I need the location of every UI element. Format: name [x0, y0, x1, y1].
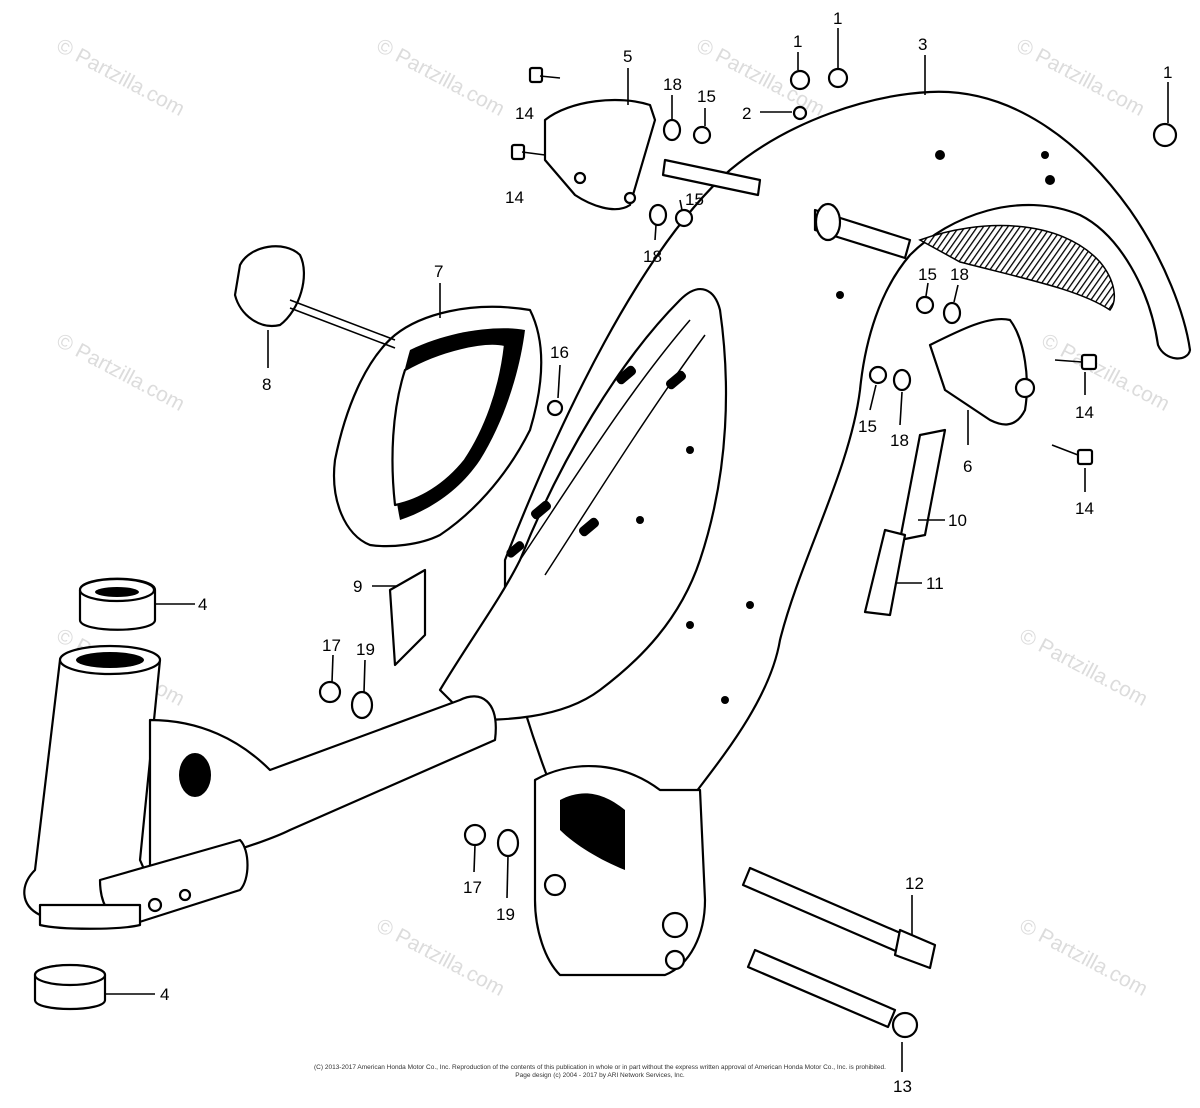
head-pipe-assembly — [23, 644, 497, 930]
small-parts — [33, 66, 1178, 1039]
callout-17: 17 — [322, 636, 341, 655]
callout-4: 4 — [160, 985, 169, 1004]
callout-9: 9 — [353, 577, 362, 596]
callout-15: 15 — [697, 87, 716, 106]
callout-7: 7 — [434, 262, 443, 281]
callout-15: 15 — [685, 190, 704, 209]
bolt-14-a — [528, 66, 561, 84]
callout-17: 17 — [463, 878, 482, 897]
washer — [892, 368, 912, 392]
cap-nut — [789, 69, 811, 91]
bolt-14-c — [1054, 353, 1098, 371]
callout-18: 18 — [663, 75, 682, 94]
nut — [915, 295, 935, 315]
watermark: © Partzilla.com — [373, 34, 509, 121]
washer — [496, 828, 520, 858]
callout-14: 14 — [515, 104, 534, 123]
callout-1: 1 — [793, 32, 802, 51]
copyright-line-2: Page design (c) 2004 - 2017 by ARI Netwo… — [515, 1072, 685, 1079]
callout-8: 8 — [262, 375, 271, 394]
watermark: © Partzilla.com — [1038, 329, 1174, 416]
callout-labels: 1 1 1 2 3 4 4 5 6 7 8 9 10 11 12 13 14 1… — [160, 9, 1172, 1096]
washer — [648, 203, 668, 227]
callout-12: 12 — [905, 874, 924, 893]
main-frame — [438, 90, 1192, 977]
callout-4: 4 — [198, 595, 207, 614]
bolt-14-b — [510, 143, 546, 161]
nut — [674, 208, 694, 228]
callout-18: 18 — [890, 431, 909, 450]
callout-2: 2 — [742, 104, 751, 123]
callout-18: 18 — [643, 247, 662, 266]
steering-bearing-race-lower — [33, 963, 107, 1011]
steering-bearing-race-upper — [78, 577, 157, 631]
watermark: © Partzilla.com — [1016, 914, 1152, 1001]
bracket-left — [543, 98, 657, 211]
watermark: © Partzilla.com — [53, 34, 189, 121]
callout-15: 15 — [858, 417, 877, 436]
callout-10: 10 — [948, 511, 967, 530]
reflector-lower — [863, 528, 907, 617]
watermark: © Partzilla.com — [53, 329, 189, 416]
callout-1: 1 — [1163, 63, 1172, 82]
copyright-line-1: (C) 2013-2017 American Honda Motor Co., … — [314, 1064, 886, 1071]
washer — [662, 118, 682, 142]
watermark: © Partzilla.com — [1016, 624, 1152, 711]
bracket-right — [928, 317, 1028, 426]
callout-11: 11 — [926, 574, 944, 593]
reflector-upper — [898, 428, 947, 542]
callout-19: 19 — [496, 905, 515, 924]
nut — [868, 365, 888, 385]
washer — [942, 301, 962, 325]
callout-14: 14 — [505, 188, 524, 207]
callout-19: 19 — [356, 640, 375, 659]
watermark: © Partzilla.com — [373, 914, 509, 1001]
copyright-notice: (C) 2013-2017 American Honda Motor Co., … — [300, 1064, 900, 1080]
grommet — [546, 399, 564, 417]
callout-16: 16 — [550, 343, 569, 362]
callout-3: 3 — [918, 35, 927, 54]
bolt-14-d — [1051, 444, 1094, 466]
watermark: © Partzilla.com — [1013, 34, 1149, 121]
knob-bolt — [233, 245, 396, 349]
callout-5: 5 — [623, 47, 632, 66]
nut — [318, 680, 342, 704]
nut — [463, 823, 487, 847]
callout-15: 15 — [918, 265, 937, 284]
callout-6: 6 — [963, 457, 972, 476]
callout-14: 14 — [1075, 499, 1094, 518]
cap-nut — [827, 67, 849, 89]
callout-13: 13 — [893, 1077, 912, 1096]
callout-1: 1 — [833, 9, 842, 28]
callout-18: 18 — [950, 265, 969, 284]
pivot-bolt-13 — [746, 948, 919, 1039]
callout-14: 14 — [1075, 403, 1094, 422]
pivot-bolt-12 — [741, 866, 937, 970]
cap-nut — [1152, 122, 1178, 148]
washer — [350, 690, 374, 720]
nut — [692, 125, 712, 145]
caution-label — [388, 568, 427, 667]
clip — [792, 105, 808, 121]
leader-lines — [105, 28, 1169, 1072]
